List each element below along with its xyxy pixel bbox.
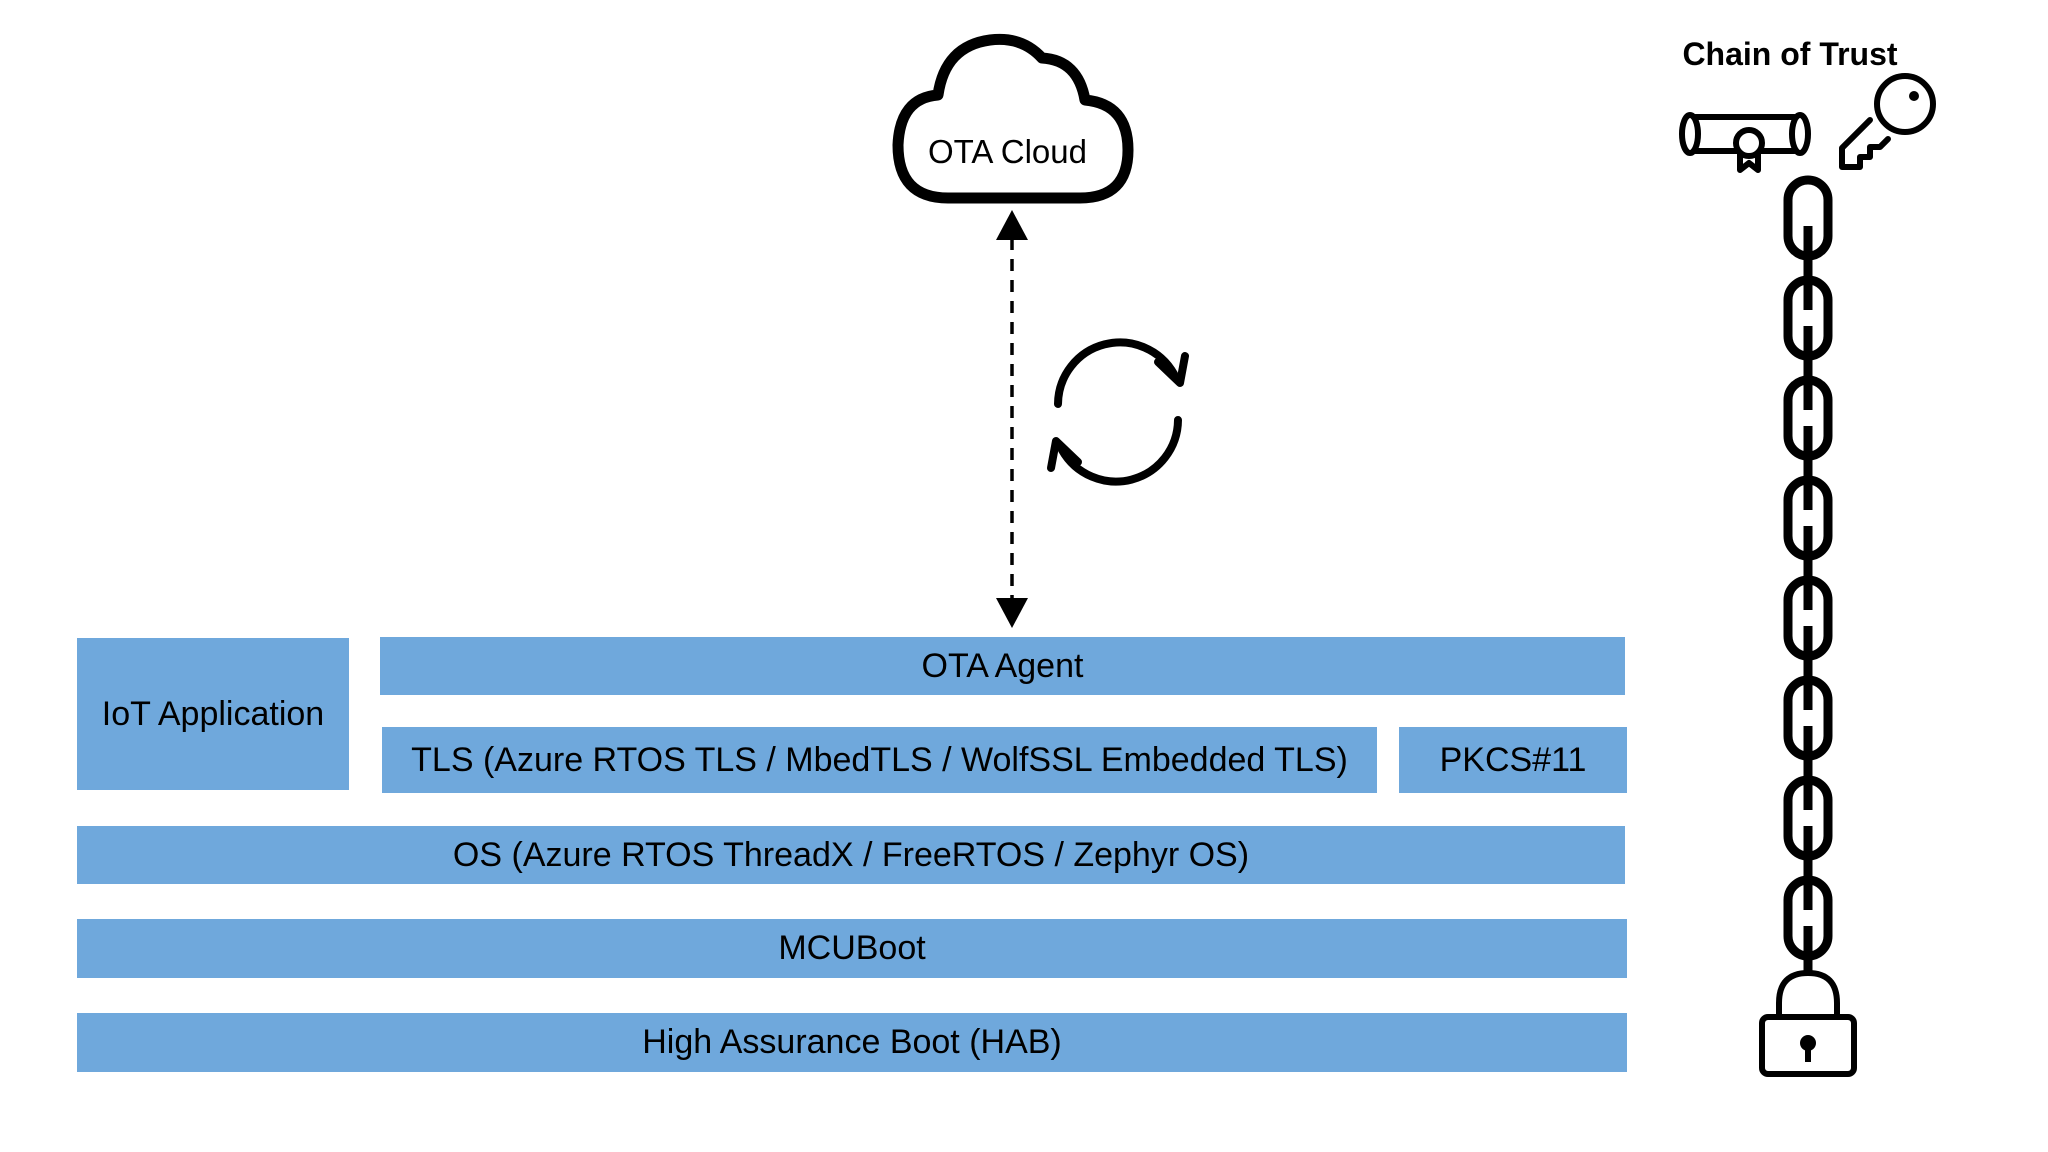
mcuboot-block: MCUBoot	[77, 919, 1627, 978]
chain-icon	[1783, 175, 1833, 975]
cloud-icon	[892, 33, 1134, 204]
sync-arrow	[996, 210, 1028, 628]
pkcs11-block: PKCS#11	[1399, 727, 1627, 793]
certificate-icon	[1679, 112, 1811, 173]
os-block: OS (Azure RTOS ThreadX / FreeRTOS / Zeph…	[77, 826, 1625, 884]
ota-agent-block: OTA Agent	[380, 637, 1625, 695]
hab-block: High Assurance Boot (HAB)	[77, 1013, 1627, 1072]
chain-of-trust-title: Chain of Trust	[1682, 36, 1898, 72]
sync-icon	[1047, 338, 1189, 486]
padlock-icon	[1759, 970, 1857, 1077]
ota-cloud-label: OTA Cloud	[928, 133, 1087, 170]
key-icon	[1839, 73, 1936, 170]
iot-application-block: IoT Application	[77, 638, 349, 790]
tls-block: TLS (Azure RTOS TLS / MbedTLS / WolfSSL …	[382, 727, 1377, 793]
